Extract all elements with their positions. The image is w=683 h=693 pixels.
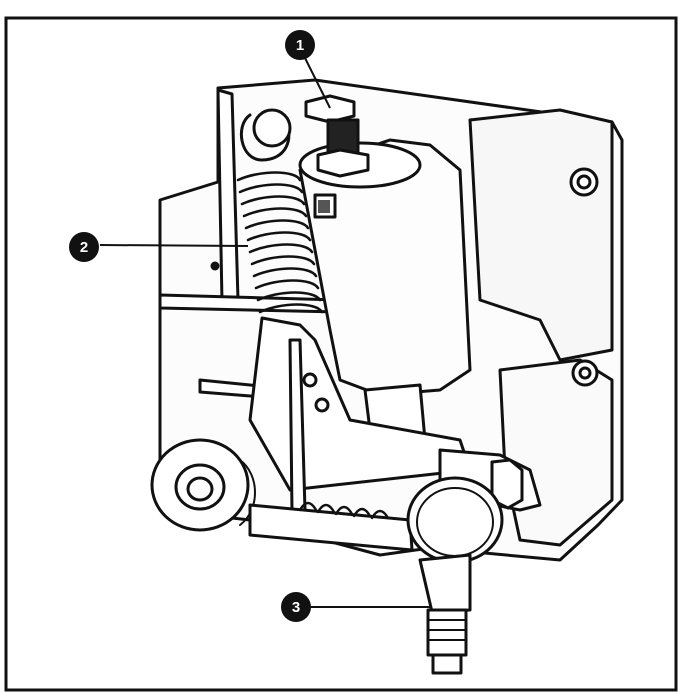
pin-hole-left bbox=[210, 261, 220, 271]
callout-1: 1 bbox=[285, 30, 315, 60]
callout-3-badge bbox=[281, 592, 311, 622]
mechanism-drawing bbox=[150, 78, 624, 675]
left-pivot-bore bbox=[186, 476, 214, 502]
mounting-hole-right-inner bbox=[578, 366, 592, 380]
mounting-hole-upper-right-inner bbox=[576, 174, 592, 190]
solenoid-slot-shade bbox=[318, 200, 330, 213]
adjusting-knob bbox=[406, 476, 504, 564]
lower-screw-body bbox=[426, 608, 468, 657]
left-pivot-shade bbox=[239, 459, 256, 526]
callout-1-badge bbox=[285, 30, 315, 60]
lever-arm bbox=[248, 316, 472, 492]
knob-stem bbox=[418, 553, 472, 614]
leader-line-2 bbox=[99, 244, 249, 247]
lock-nut bbox=[316, 148, 370, 178]
callout-3-number: 3 bbox=[292, 599, 300, 616]
callout-2-badge bbox=[69, 232, 99, 262]
lower-screw-tip bbox=[431, 653, 463, 675]
lower-screw-thread bbox=[427, 619, 467, 641]
callout-1-number: 1 bbox=[296, 37, 304, 54]
spring-anchor-pin bbox=[252, 108, 292, 148]
leader-line-1 bbox=[304, 57, 331, 109]
callout-2: 2 bbox=[69, 232, 99, 262]
lower-rail bbox=[248, 503, 414, 552]
callout-3: 3 bbox=[281, 592, 311, 622]
lower-spring bbox=[298, 501, 390, 520]
callout-2-number: 2 bbox=[80, 239, 88, 256]
lever-hole-1 bbox=[302, 372, 318, 388]
spring-coils bbox=[236, 171, 324, 314]
adjusting-screw-head bbox=[304, 94, 356, 124]
solenoid-body bbox=[298, 138, 472, 397]
lever-hole-2 bbox=[314, 397, 330, 413]
